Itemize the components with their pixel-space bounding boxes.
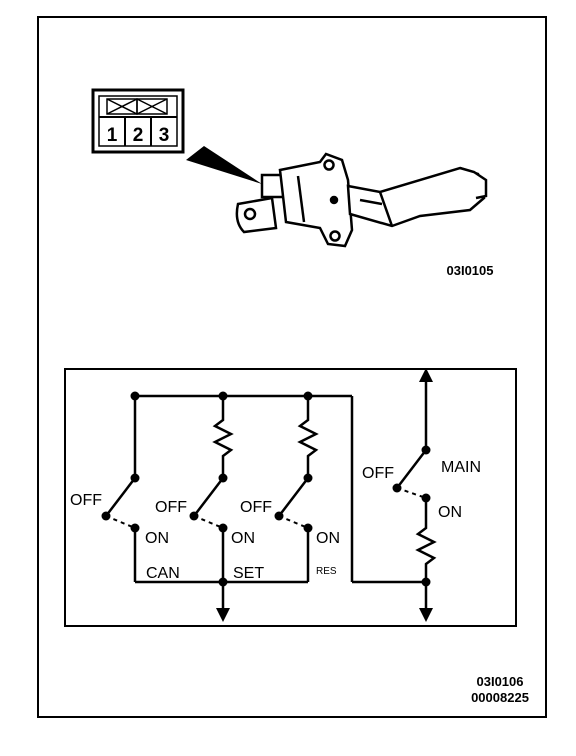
- can-name-label: CAN: [146, 565, 180, 582]
- document-number: 00008225: [471, 690, 529, 705]
- set-name-label: SET: [233, 565, 264, 582]
- connector-icon: [91, 88, 185, 154]
- main-name-label: MAIN: [441, 459, 481, 476]
- res-name-label: RES: [316, 566, 337, 577]
- lever-switch-icon: [235, 152, 488, 248]
- circuit-wiring: [105, 376, 437, 614]
- connector-pin-1: 1: [107, 125, 118, 146]
- circuit-frame: [64, 368, 517, 627]
- arrow-down-icon: [216, 608, 230, 622]
- main-on-label: ON: [438, 504, 462, 521]
- figure-frame: [37, 16, 547, 718]
- set-off-label: OFF: [155, 499, 187, 516]
- arrow-down-icon: [419, 608, 433, 622]
- figure-code-top: 03I0105: [447, 263, 494, 278]
- pointer-arrow-icon: [186, 146, 262, 184]
- arrow-up-icon: [419, 368, 433, 382]
- can-on-label: ON: [145, 530, 169, 547]
- can-off-label: OFF: [70, 492, 102, 509]
- set-on-label: ON: [231, 530, 255, 547]
- circuit-arrows: [216, 368, 433, 622]
- connector-pin-2: 2: [133, 125, 144, 146]
- switch-dashes: [105, 487, 427, 529]
- res-on-label: ON: [316, 530, 340, 547]
- main-off-label: OFF: [362, 465, 394, 482]
- junction-dots: [101, 391, 431, 587]
- figure-code-bottom: 03I0106: [477, 674, 524, 689]
- connector-pin-3: 3: [159, 125, 170, 146]
- res-off-label: OFF: [240, 499, 272, 516]
